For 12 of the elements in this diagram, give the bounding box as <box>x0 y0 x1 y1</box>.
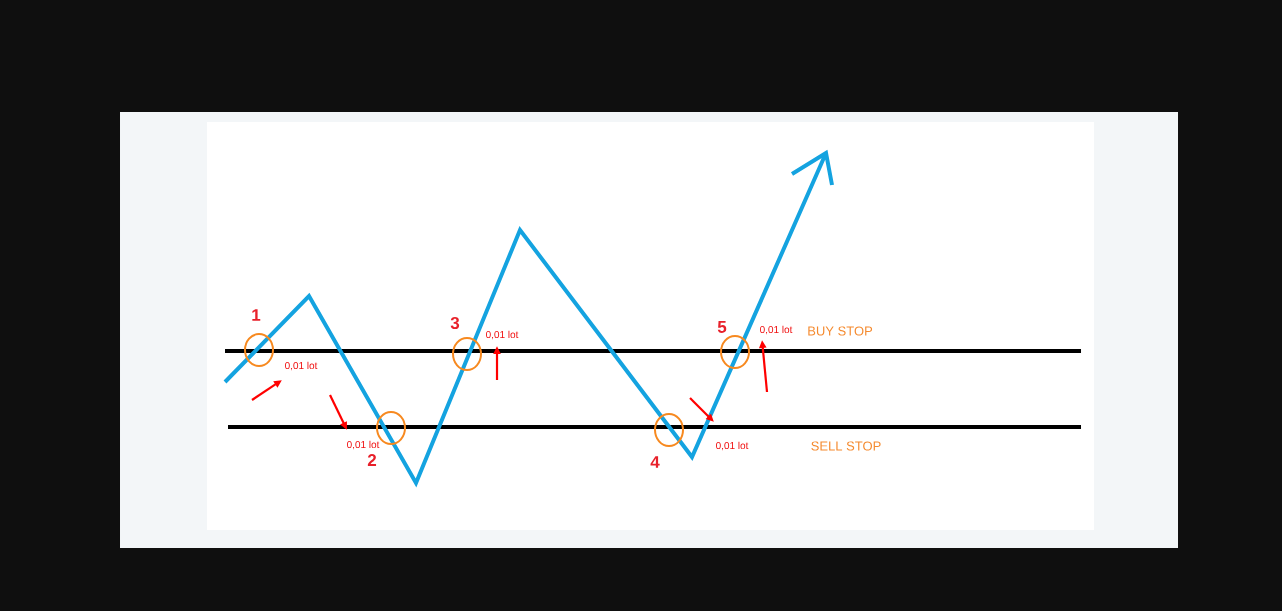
lot-size-label: 0,01 lot <box>486 330 519 340</box>
order-type-label: BUY STOP <box>808 326 873 336</box>
lot-size-label: 0,01 lot <box>716 441 749 451</box>
lot-size-label: 0,01 lot <box>285 361 318 371</box>
lot-size-label: 0,01 lot <box>347 440 380 450</box>
step-number: 1 <box>252 309 261 321</box>
order-type-label: SELL STOP <box>811 441 881 451</box>
step-number: 5 <box>717 321 727 333</box>
step-number: 3 <box>450 316 460 330</box>
step-number: 2 <box>367 454 377 466</box>
lot-size-label: 0,01 lot <box>760 325 793 335</box>
step-number: 4 <box>650 456 660 468</box>
